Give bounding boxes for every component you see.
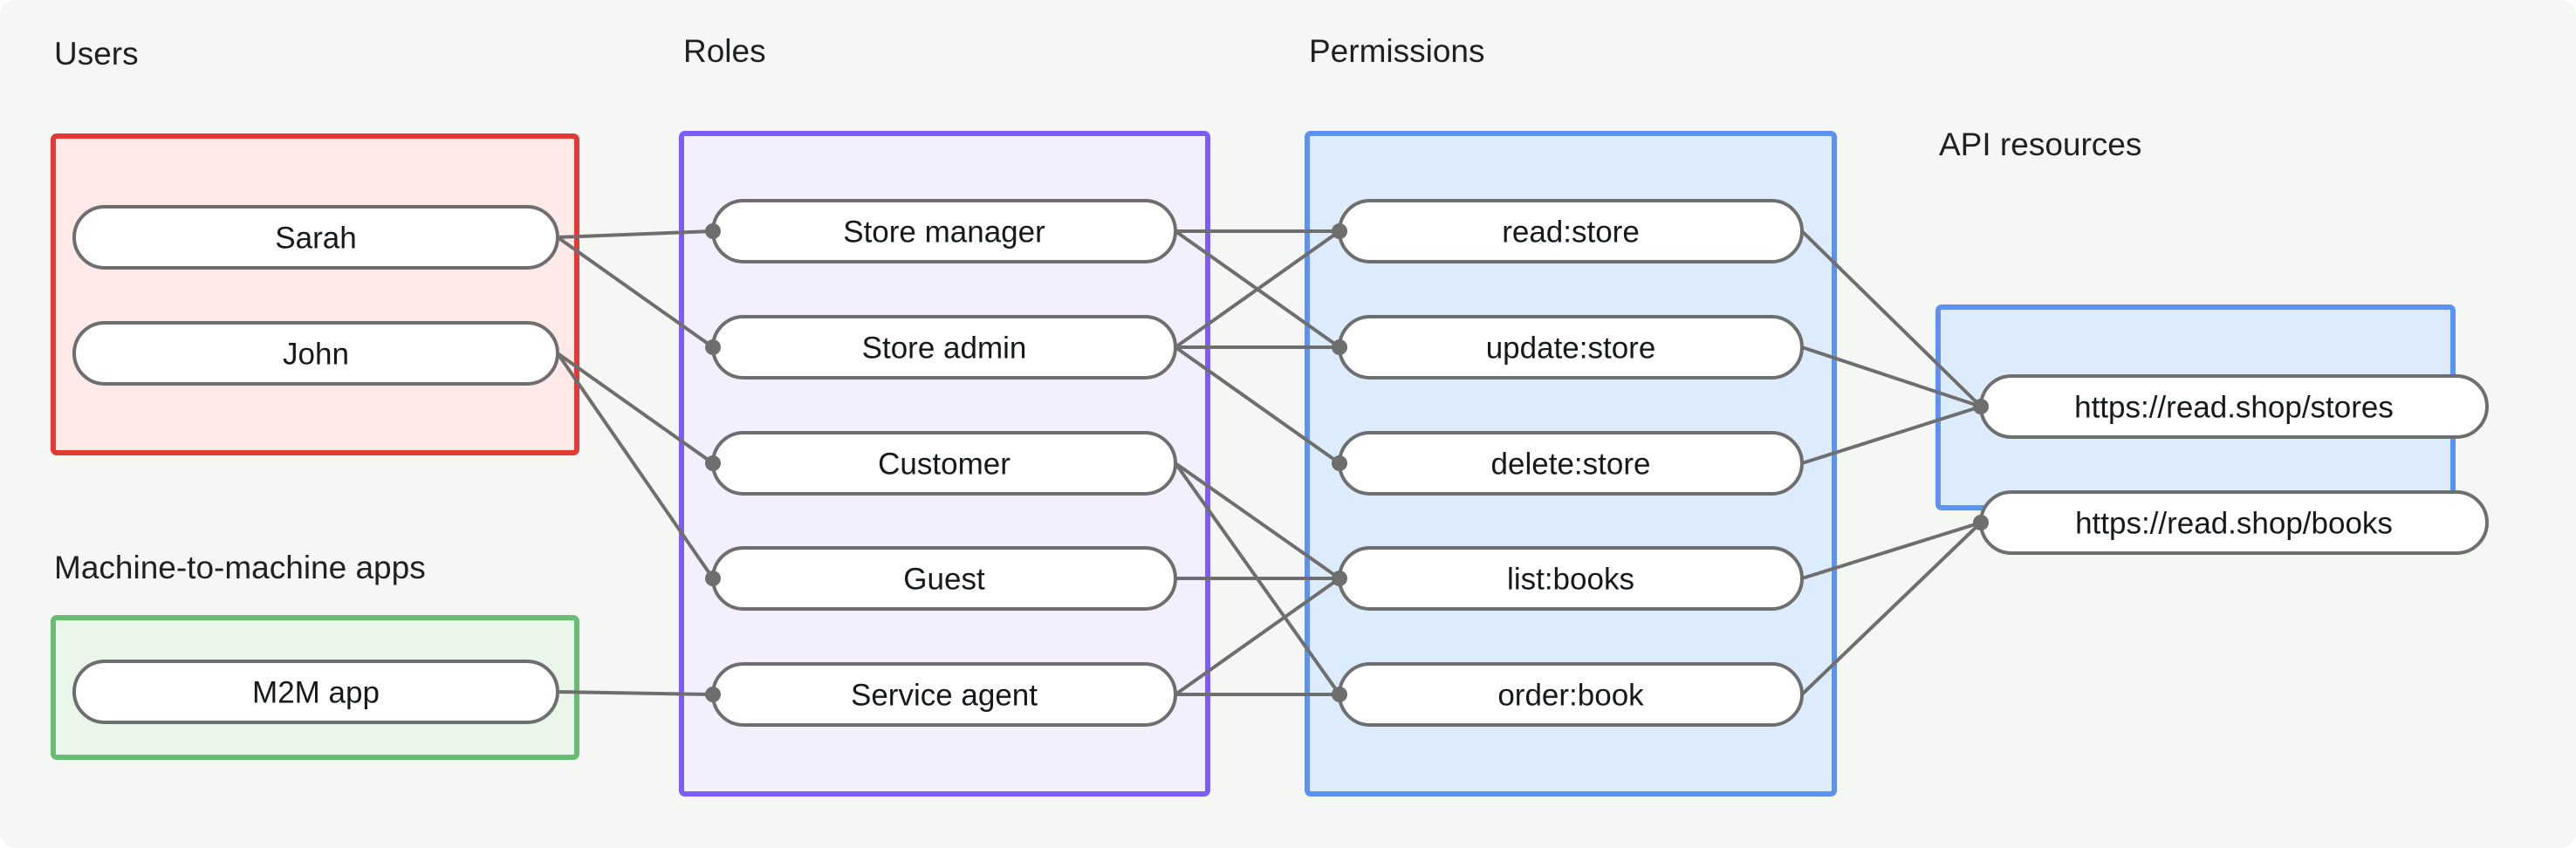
node-customer[interactable]: Customer bbox=[711, 431, 1177, 496]
edge-endpoint-dot-listbooks bbox=[1332, 571, 1347, 586]
edge-storeadmin-to-readstore bbox=[1174, 229, 1341, 349]
node-label-serviceagent: Service agent bbox=[851, 679, 1038, 713]
node-john[interactable]: John bbox=[72, 321, 559, 386]
node-label-storeadmin: Store admin bbox=[862, 332, 1027, 366]
edge-endpoint-dot-orderbook bbox=[1332, 687, 1347, 702]
group-label-m2m: Machine-to-machine apps bbox=[54, 550, 426, 585]
node-shape-sarah bbox=[72, 205, 559, 270]
edge-customer-to-listbooks bbox=[1174, 462, 1341, 580]
edge-sarah-to-storemanager bbox=[557, 229, 714, 239]
node-deletestore[interactable]: delete:store bbox=[1338, 431, 1804, 496]
node-label-m2mapp: M2M app bbox=[252, 676, 380, 710]
edge-serviceagent-to-listbooks bbox=[1174, 577, 1341, 696]
group-label-permissions: Permissions bbox=[1309, 33, 1485, 69]
node-storeadmin[interactable]: Store admin bbox=[711, 315, 1177, 380]
edge-john-to-customer bbox=[556, 352, 715, 465]
edge-endpoint-dot-customer bbox=[705, 455, 721, 471]
node-storemanager[interactable]: Store manager bbox=[711, 199, 1177, 263]
node-sarah[interactable]: Sarah bbox=[72, 205, 559, 270]
node-m2mapp[interactable]: M2M app bbox=[72, 660, 559, 724]
node-updatestore[interactable]: update:store bbox=[1338, 315, 1804, 380]
node-label-john: John bbox=[283, 338, 349, 372]
edge-endpoint-dot-apistores bbox=[1973, 399, 1989, 414]
edge-endpoint-dot-apibooks bbox=[1973, 515, 1989, 530]
node-label-apistores: https://read.shop/stores bbox=[2074, 391, 2394, 425]
group-label-roles: Roles bbox=[683, 33, 766, 69]
edge-orderbook-to-apibooks bbox=[1800, 521, 1983, 696]
node-serviceagent[interactable]: Service agent bbox=[711, 662, 1177, 727]
edge-endpoint-dot-deletestore bbox=[1332, 455, 1347, 471]
node-shape-m2mapp bbox=[72, 660, 559, 724]
node-apistores[interactable]: https://read.shop/stores bbox=[1979, 374, 2489, 439]
edge-storeadmin-to-deletestore bbox=[1174, 345, 1341, 465]
node-label-orderbook: order:book bbox=[1497, 679, 1644, 713]
edge-updatestore-to-apistores bbox=[1801, 345, 1982, 408]
group-label-api: API resources bbox=[1939, 127, 2141, 162]
edge-john-to-guest bbox=[556, 352, 715, 580]
node-label-deletestore: delete:store bbox=[1491, 448, 1651, 482]
edge-m2mapp-to-serviceagent bbox=[557, 690, 714, 696]
node-label-readstore: read:store bbox=[1502, 215, 1640, 250]
node-label-listbooks: list:books bbox=[1507, 563, 1634, 597]
node-label-updatestore: update:store bbox=[1486, 332, 1656, 366]
node-label-sarah: Sarah bbox=[275, 222, 356, 256]
edge-endpoint-dot-serviceagent bbox=[705, 687, 721, 702]
node-guest[interactable]: Guest bbox=[711, 546, 1177, 611]
group-box-users bbox=[51, 133, 579, 455]
edge-readstore-to-apistores bbox=[1800, 229, 1983, 408]
edge-endpoint-dots bbox=[705, 223, 1989, 702]
edge-deletestore-to-apistores bbox=[1801, 405, 1982, 465]
node-label-customer: Customer bbox=[878, 448, 1011, 482]
node-orderbook[interactable]: order:book bbox=[1338, 662, 1804, 727]
node-label-storemanager: Store manager bbox=[843, 215, 1045, 250]
edge-sarah-to-storeadmin bbox=[556, 236, 715, 349]
group-label-users: Users bbox=[54, 36, 139, 72]
node-label-guest: Guest bbox=[903, 563, 985, 597]
node-apibooks[interactable]: https://read.shop/books bbox=[1979, 490, 2489, 555]
edge-listbooks-to-apibooks bbox=[1801, 521, 1982, 580]
node-shape-john bbox=[72, 321, 559, 386]
edge-endpoint-dot-guest bbox=[705, 571, 721, 586]
node-readstore[interactable]: read:store bbox=[1338, 199, 1804, 263]
edge-endpoint-dot-storeadmin bbox=[705, 339, 721, 355]
node-listbooks[interactable]: list:books bbox=[1338, 546, 1804, 611]
edge-endpoint-dot-updatestore bbox=[1332, 339, 1347, 355]
edge-endpoint-dot-readstore bbox=[1332, 223, 1347, 239]
node-label-apibooks: https://read.shop/books bbox=[2075, 507, 2393, 541]
edge-endpoint-dot-storemanager bbox=[705, 223, 721, 239]
edge-connections bbox=[556, 229, 1983, 696]
